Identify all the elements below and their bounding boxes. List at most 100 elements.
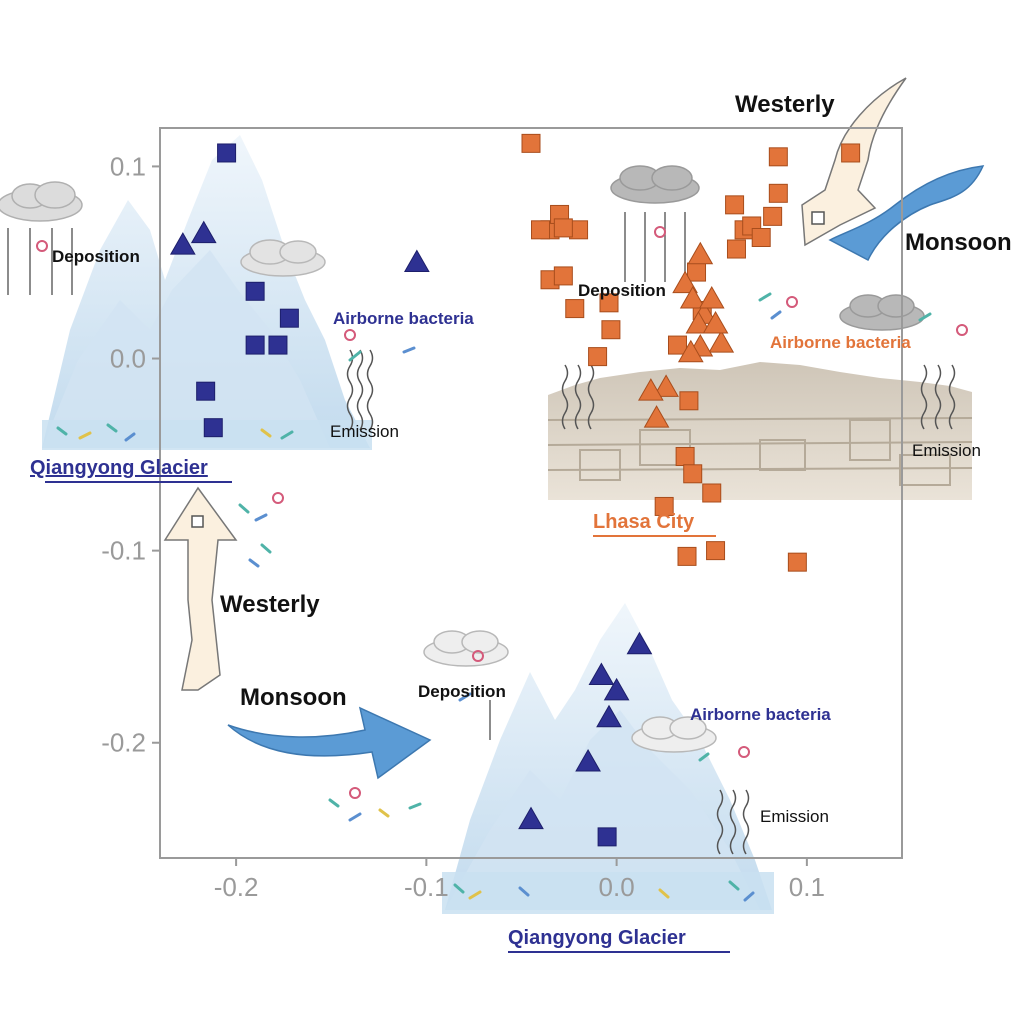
glacier-label-left: Qiangyong Glacier	[30, 457, 208, 479]
glacier-triangle-point	[169, 232, 196, 255]
city-triangle-point	[672, 270, 698, 294]
wind-arrow-icon	[227, 706, 432, 780]
airborne-bacteria-label-left: Airborne bacteria	[333, 309, 474, 328]
plot-frame	[159, 127, 903, 859]
glacier-triangle-point	[626, 631, 653, 655]
x-tick-label: 0.1	[789, 872, 825, 902]
city-square-point	[725, 195, 745, 215]
city-square-point	[841, 143, 861, 163]
city-square-point	[687, 262, 707, 282]
glacier-square-point	[279, 308, 299, 328]
city-square-point	[683, 464, 703, 484]
emission-label-bottom: Emission	[760, 807, 829, 826]
city-square-point	[675, 447, 695, 466]
cloud-icon	[0, 181, 83, 222]
scatter-points	[169, 133, 861, 847]
emission-label-city: Emission	[912, 441, 981, 460]
cloud-icon	[240, 239, 326, 277]
city-square-point	[726, 239, 746, 259]
city-triangle-point	[708, 330, 735, 353]
westerly-label-top: Westerly	[735, 91, 835, 118]
city-square-point	[768, 183, 788, 203]
city-triangle-point	[653, 374, 679, 397]
city-triangle-point	[702, 310, 729, 334]
glacier-triangle-point	[190, 220, 217, 244]
westerly-label-left: Westerly	[220, 591, 320, 618]
deposition-arrows-left	[7, 228, 73, 295]
cloud-icon	[610, 165, 700, 204]
city-square-point	[667, 335, 687, 355]
city-square-point	[553, 266, 573, 286]
city-triangle-point	[637, 378, 664, 401]
wind-arrow-icon	[828, 165, 985, 262]
mountain-icon	[42, 250, 330, 448]
emission-label-left: Emission	[330, 422, 399, 441]
glacier-triangle-point	[596, 704, 622, 728]
glacier-triangle-point	[518, 806, 544, 830]
square-marker-icon	[191, 515, 204, 528]
city-square-point	[768, 147, 788, 167]
monsoon-label-bottom: Monsoon	[240, 684, 347, 711]
snow-base	[442, 872, 774, 914]
bottom-glacier-illustration	[442, 603, 774, 914]
cloud-icon	[631, 716, 717, 753]
glacier-triangle-point	[603, 677, 630, 701]
wind-arrow-icon	[163, 486, 238, 691]
city-square-point	[679, 391, 699, 411]
glacier-square-point	[196, 381, 216, 401]
glacier-square-point	[245, 335, 265, 355]
airborne-bacteria-label-city: Airborne bacteria	[770, 333, 911, 352]
glacier-square-point	[203, 418, 223, 438]
glacier-triangle-point	[403, 249, 430, 272]
city-square-point	[601, 320, 621, 340]
city-square-point	[565, 299, 585, 319]
x-tick-label: -0.2	[214, 872, 259, 902]
y-tick-label: -0.1	[101, 536, 146, 566]
bacteria-cluster	[56, 423, 294, 442]
city-triangle-point	[643, 405, 670, 428]
glacier-triangle-point	[588, 662, 615, 685]
city-square-point	[763, 206, 783, 226]
x-tick-label: 0.0	[599, 872, 635, 902]
pathogen-icon	[36, 226, 968, 799]
plot-border	[159, 127, 903, 859]
city-triangle-point	[685, 310, 712, 334]
emission-lines	[346, 349, 956, 855]
glacier-square-point	[268, 335, 288, 355]
cloud-icon	[839, 294, 925, 331]
glacier-square-point	[597, 827, 617, 847]
x-tick-label: -0.1	[404, 872, 449, 902]
deposition-label-bottom: Deposition	[418, 682, 506, 701]
deposition-label-left: Deposition	[52, 247, 140, 266]
city-square-point	[677, 546, 697, 566]
city-square-point	[751, 228, 771, 247]
city-square-point	[706, 541, 726, 561]
glacier-label-bottom: Qiangyong Glacier	[508, 927, 686, 949]
city-square-point	[521, 133, 541, 153]
city-triangle-point	[679, 285, 706, 309]
glacier-triangle-point	[575, 748, 601, 772]
monsoon-label-right: Monsoon	[905, 229, 1012, 256]
city-square-point	[654, 496, 674, 516]
city-illustration	[547, 362, 973, 500]
airborne-bacteria-particles	[238, 292, 932, 822]
mountain-icon	[445, 710, 760, 910]
city-square-point	[787, 552, 807, 572]
y-tick-label: -0.2	[101, 728, 146, 758]
city-square-point	[599, 293, 619, 313]
city-triangle-point	[698, 285, 725, 309]
left-glacier-illustration	[42, 135, 372, 450]
cloud-icon	[423, 630, 509, 667]
city-square-point	[531, 220, 551, 240]
city-triangle-point	[687, 241, 714, 265]
deposition-arrows-city	[624, 212, 686, 282]
y-tick-label: 0.0	[110, 344, 146, 374]
deposition-label-city: Deposition	[578, 281, 666, 300]
city-square-point	[588, 347, 608, 367]
city-square-point	[702, 483, 722, 503]
airborne-bacteria-label-bottom: Airborne bacteria	[690, 705, 831, 724]
bacteria-cluster	[453, 880, 755, 902]
city-triangle-point	[677, 339, 704, 363]
